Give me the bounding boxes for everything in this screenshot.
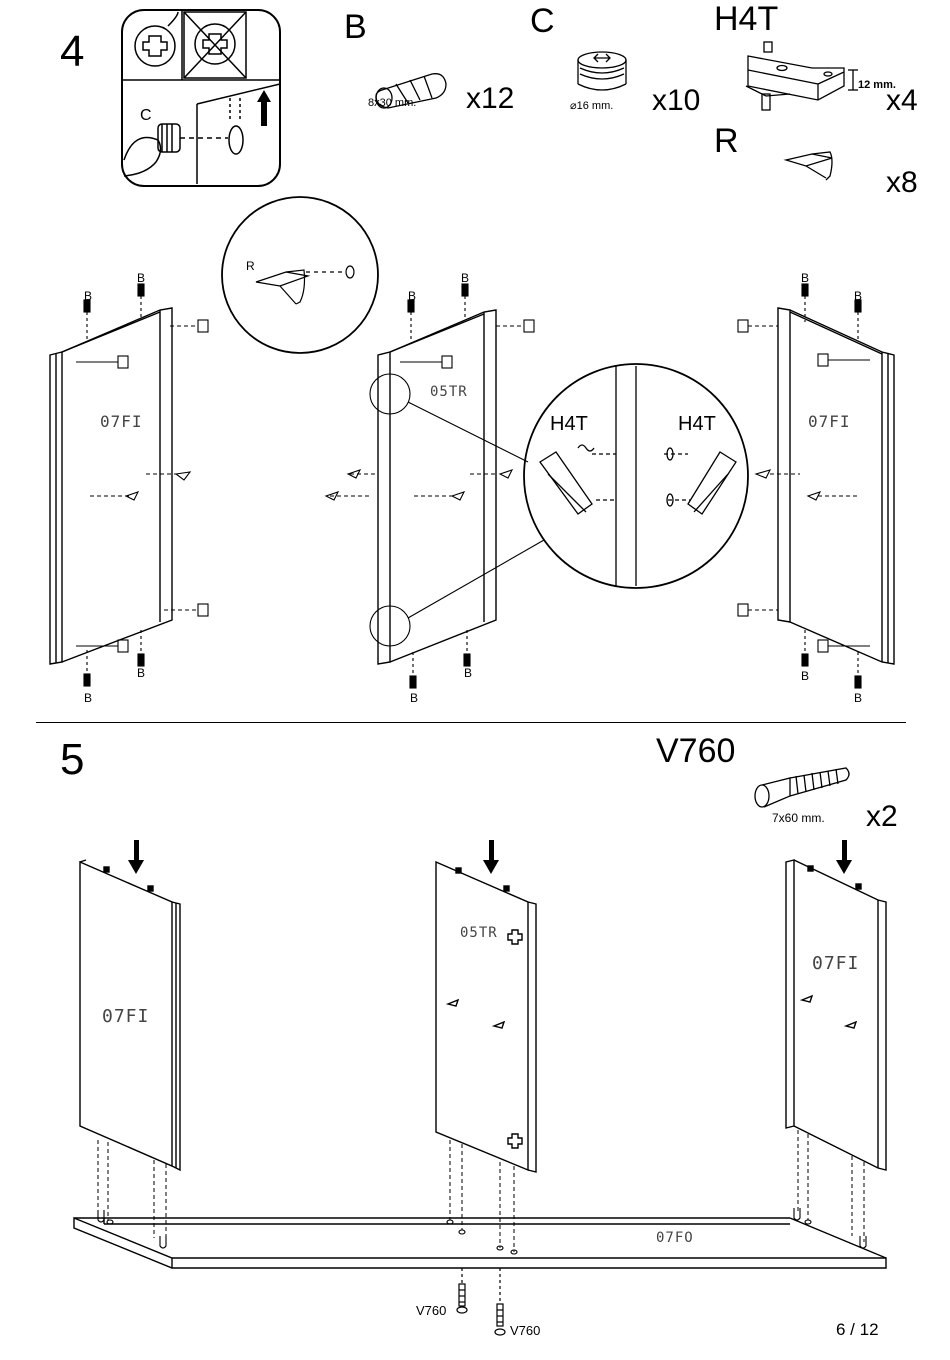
down-arrow-icon [483,840,499,874]
v760-right-label: V760 [510,1324,540,1337]
step5-right-panel-label: 07FI [812,955,859,973]
page-number: 6 / 12 [836,1320,879,1340]
down-arrow-icon [836,840,852,874]
step5-right-side-panel [786,860,886,1170]
down-arrow-icon [128,840,144,874]
step5-base-panel [74,1218,886,1268]
step5-left-panel-label: 07FI [102,1008,149,1026]
v760-screw-right [495,1268,505,1335]
screw-v760-icon [755,768,849,807]
v760-left-label: V760 [416,1304,446,1317]
base-fittings [98,1208,866,1254]
step5-base-panel-label: 07FO [656,1231,694,1245]
v760-screw-left [457,1268,467,1313]
step5-center-panel-label: 05TR [460,926,498,940]
step5-center-panel [436,862,536,1172]
